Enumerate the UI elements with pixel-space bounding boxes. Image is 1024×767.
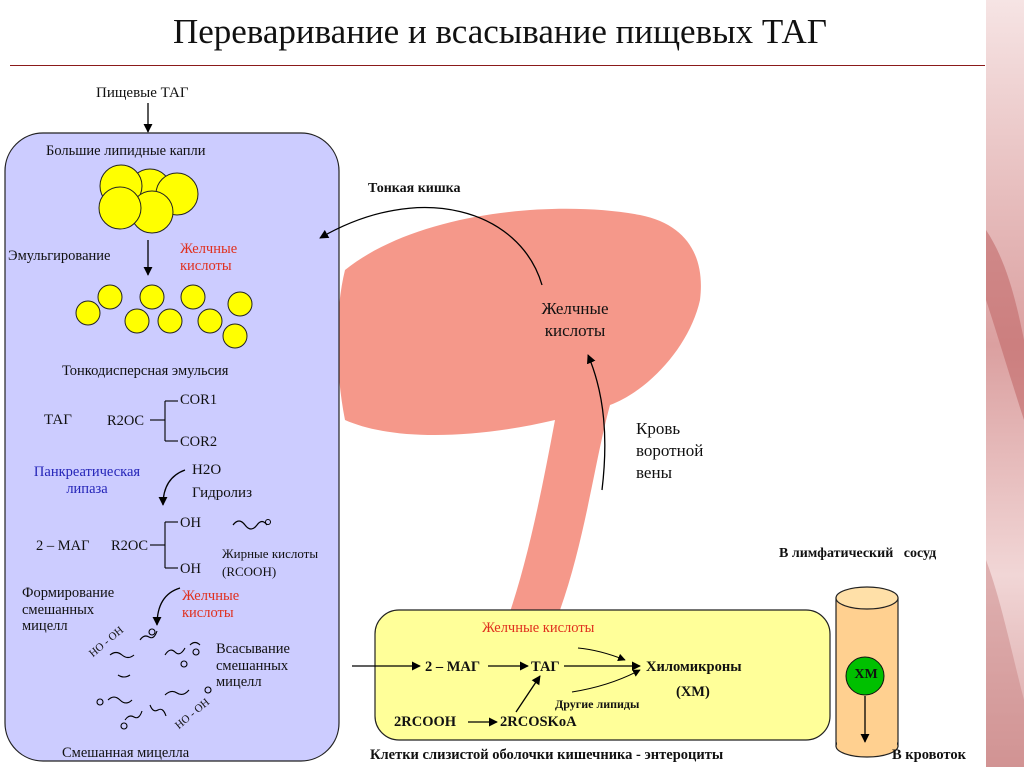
mixed-formation-label: Формирование смешанных мицелл <box>22 585 115 635</box>
micelle-arrow <box>152 587 181 626</box>
mag-bracket <box>150 521 178 569</box>
rcooh-label: 2RCOOH <box>394 714 457 730</box>
fine-emulsion-droplets <box>75 284 253 349</box>
enterocyte-bile-label: Желчные кислоты <box>482 620 595 636</box>
large-lipid-droplets <box>98 164 199 234</box>
input-label: Пищевые ТАГ <box>96 85 189 101</box>
fine-emulsion-label: Тонкодисперсная эмульсия <box>62 363 229 379</box>
emulsification-label: Эмульгирование <box>8 248 111 264</box>
left-panel <box>4 132 340 762</box>
rcoskoa-label: 2RCOSKoA <box>500 714 577 730</box>
chylomicron-circle <box>845 656 885 696</box>
fatty-acid-squiggle <box>232 520 268 530</box>
page-title: Переваривание и всасывание пищевых ТАГ <box>172 12 828 51</box>
cor1-label: COR1 <box>180 392 218 408</box>
oh-top-label: OH <box>180 515 201 531</box>
other-lipids-arrow <box>571 669 641 693</box>
xm-label: ХМ <box>854 667 878 682</box>
lipase-label: Панкреатическая липаза <box>33 464 141 497</box>
fatty-acids-label: Жирные кислоты <box>222 546 319 561</box>
chylomicrons-label: Хиломикроны <box>646 659 742 675</box>
rcooh-label-left: (RCOOH) <box>222 564 277 579</box>
oh-bottom-label: OH <box>180 561 201 577</box>
tag-bracket <box>150 400 178 442</box>
lymph-vessel-label: В лимфатический сосуд <box>779 546 937 561</box>
enterocyte-tag-label: ТАГ <box>531 659 560 675</box>
intestine-shape <box>337 208 701 640</box>
enterocyte-mag-label: 2 – МАГ <box>425 659 481 675</box>
bile-return-arrow <box>319 207 543 286</box>
bile-curve-arrow <box>577 647 626 662</box>
hydrolysis-label: Гидролиз <box>192 485 252 501</box>
small-intestine-label: Тонкая кишка <box>368 181 461 196</box>
bloodstream-label: В кровоток <box>892 747 966 763</box>
rcoskoa-to-tag-arrow <box>515 675 541 713</box>
liver-bile-label: Желчные кислоты <box>541 299 609 341</box>
mixed-micelle-label: Смешанная мицелла <box>62 745 190 761</box>
r2oc-label-b: R2OC <box>111 538 149 554</box>
enterocytes-label: Клетки слизистой оболочки кишечника - эн… <box>370 747 724 763</box>
cor2-label: COR2 <box>180 434 218 450</box>
mixed-micelle <box>96 628 212 730</box>
other-lipids-label: Другие липиды <box>555 697 640 711</box>
r2oc-label-a: R2OC <box>107 413 145 429</box>
bile-acids-label-2: Желчные кислоты <box>182 588 240 621</box>
absorption-label: Всасывание смешанных мицелл <box>216 641 290 691</box>
hydrolysis-arrow <box>158 469 186 506</box>
h2o-label: H2O <box>192 462 222 478</box>
mag-label: 2 – МАГ <box>36 538 90 554</box>
large-droplets-label: Большие липидные капли <box>46 143 206 159</box>
title-rule <box>10 65 985 66</box>
portal-blood-arrow <box>587 354 606 491</box>
decorative-edge-image <box>986 0 1024 767</box>
tag-label: ТАГ <box>44 412 72 428</box>
xm-paren-label: (ХМ) <box>676 684 710 700</box>
portal-blood-label: Кровь воротной вены <box>636 419 704 483</box>
enterocyte-panel <box>374 609 831 741</box>
bile-acids-label-1: Желчные кислоты <box>180 241 238 274</box>
